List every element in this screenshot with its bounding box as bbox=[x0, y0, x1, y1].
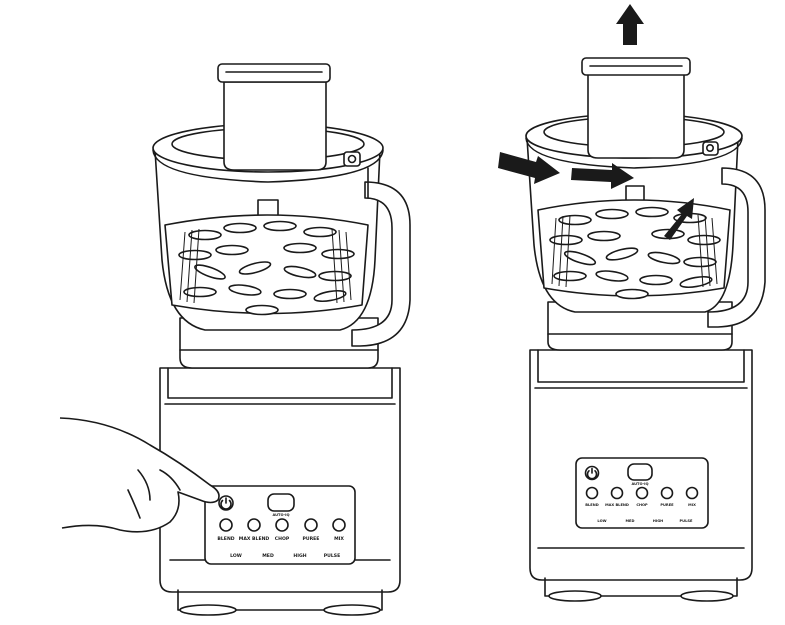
hand-pressing-icon bbox=[59, 417, 220, 533]
blend-label: BLEND bbox=[217, 536, 234, 542]
max-blend-button[interactable] bbox=[247, 518, 261, 532]
max-blend-label: MAX BLEND bbox=[605, 503, 629, 507]
auto-iq-label: AUTO-IQ bbox=[631, 482, 648, 486]
right-program-buttons: BLEND MAX BLEND CHOP PUREE MIX bbox=[585, 486, 699, 507]
speed-pulse-label[interactable]: PULSE bbox=[680, 519, 693, 523]
mix-button[interactable] bbox=[332, 518, 346, 532]
chop-button[interactable] bbox=[635, 486, 649, 500]
puree-button[interactable] bbox=[304, 518, 318, 532]
puree-button[interactable] bbox=[660, 486, 674, 500]
left-program-buttons: BLEND MAX BLEND CHOP PUREE MIX bbox=[217, 518, 346, 542]
push-in-arrow-icon bbox=[571, 163, 634, 189]
push-in-arrow-icon bbox=[498, 152, 560, 184]
speed-med-label[interactable]: MED bbox=[262, 553, 274, 559]
speed-med-label[interactable]: MED bbox=[625, 519, 634, 523]
right-speed-labels: LOW MED HIGH PULSE bbox=[597, 519, 693, 523]
left-food-processor: AUTO-IQ BLEND MAX BLEND CHOP PUREE MIX L… bbox=[59, 63, 411, 616]
speed-high-label[interactable]: HIGH bbox=[293, 553, 306, 559]
chop-button[interactable] bbox=[275, 518, 289, 532]
max-blend-label: MAX BLEND bbox=[239, 536, 270, 542]
speed-high-label[interactable]: HIGH bbox=[653, 519, 663, 523]
chop-label: CHOP bbox=[636, 503, 648, 507]
blend-label: BLEND bbox=[585, 503, 598, 507]
puree-label: PUREE bbox=[303, 536, 320, 542]
chop-label: CHOP bbox=[275, 536, 290, 542]
mix-label: MIX bbox=[334, 536, 344, 542]
puree-label: PUREE bbox=[660, 503, 674, 507]
blend-button[interactable] bbox=[219, 518, 233, 532]
max-blend-button[interactable] bbox=[610, 486, 624, 500]
release-arrow-icon bbox=[664, 198, 694, 240]
blend-button[interactable] bbox=[585, 486, 599, 500]
auto-iq-label: AUTO-IQ bbox=[272, 513, 289, 517]
lift-up-arrow-icon bbox=[616, 4, 644, 45]
mix-button[interactable] bbox=[685, 486, 699, 500]
speed-low-label[interactable]: LOW bbox=[597, 519, 606, 523]
right-food-processor: AUTO-IQ BLEND MAX BLEND CHOP PUREE MIX L… bbox=[498, 4, 766, 602]
speed-low-label[interactable]: LOW bbox=[230, 553, 242, 559]
left-speed-labels: LOW MED HIGH PULSE bbox=[230, 553, 340, 559]
speed-pulse-label[interactable]: PULSE bbox=[324, 553, 340, 559]
mix-label: MIX bbox=[688, 503, 696, 507]
